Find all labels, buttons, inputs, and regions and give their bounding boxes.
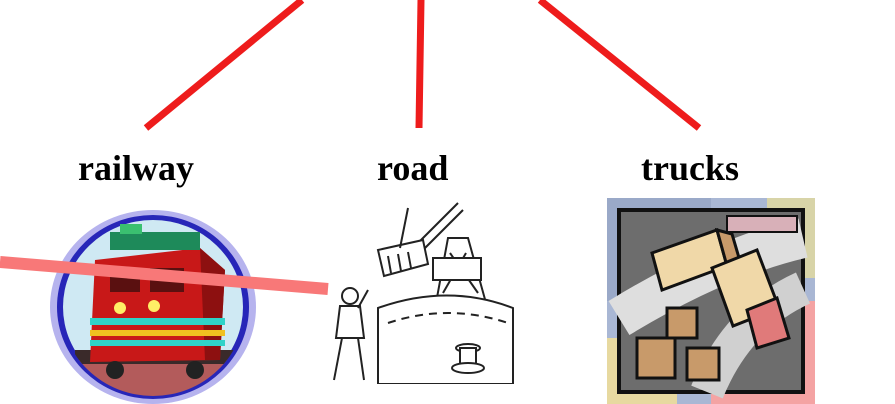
train-locomotive-icon	[50, 210, 256, 404]
trucks-highway-icon	[607, 198, 815, 404]
connector-line-road	[415, 0, 425, 129]
port-crane-worker-icon	[328, 198, 520, 384]
connector-line-railway	[143, 0, 305, 131]
label-trucks: trucks	[641, 148, 739, 188]
strike-line	[0, 256, 329, 295]
connector-line-trucks	[537, 0, 702, 131]
label-railway: railway	[78, 148, 194, 188]
label-road: road	[377, 148, 449, 188]
